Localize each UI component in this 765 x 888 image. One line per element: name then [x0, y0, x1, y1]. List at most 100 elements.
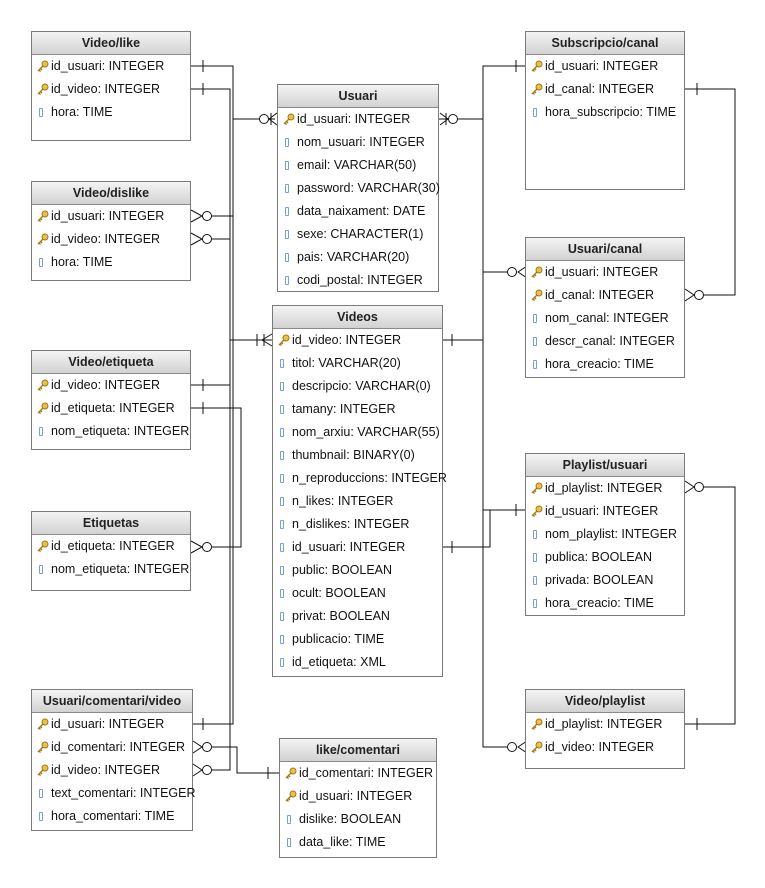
- table-column[interactable]: id_usuari: INTEGER: [280, 785, 436, 808]
- table-column[interactable]: id_comentari: INTEGER: [32, 736, 192, 759]
- column-label: hora_comentari: TIME: [51, 809, 175, 823]
- column-label: hora: TIME: [51, 255, 113, 269]
- attribute-icon: [39, 812, 43, 821]
- table-column[interactable]: email: VARCHAR(50): [278, 154, 438, 177]
- table-column[interactable]: id_usuari: INTEGER: [32, 205, 190, 228]
- table-column[interactable]: id_video: INTEGER: [526, 736, 684, 759]
- table-column[interactable]: id_usuari: INTEGER: [526, 261, 684, 284]
- table-column[interactable]: id_comentari: INTEGER: [280, 762, 436, 785]
- table-column[interactable]: id_usuari: INTEGER: [526, 55, 684, 78]
- attribute-icon: [280, 428, 284, 437]
- table-column[interactable]: id_video: INTEGER: [32, 228, 190, 251]
- table-column[interactable]: nom_etiqueta: INTEGER: [32, 420, 190, 443]
- table-column[interactable]: hora: TIME: [32, 101, 190, 124]
- link-usuari-subscripcio: [458, 65, 527, 120]
- table-column[interactable]: id_usuari: INTEGER: [32, 55, 190, 78]
- table-column[interactable]: id_playlist: INTEGER: [526, 477, 684, 500]
- table-column[interactable]: descr_canal: INTEGER: [526, 330, 684, 353]
- column-label: password: VARCHAR(30): [297, 181, 440, 195]
- table-column[interactable]: nom_usuari: INTEGER: [278, 131, 438, 154]
- attribute-icon: [533, 576, 537, 585]
- table-column[interactable]: nom_playlist: INTEGER: [526, 523, 684, 546]
- table-column[interactable]: id_video: INTEGER: [32, 374, 190, 397]
- table-column[interactable]: id_etiqueta: INTEGER: [32, 397, 190, 420]
- column-label: data_naixament: DATE: [297, 204, 426, 218]
- column-label: n_dislikes: INTEGER: [292, 517, 410, 531]
- column-label: id_canal: INTEGER: [545, 288, 655, 302]
- column-label: hora_subscripcio: TIME: [545, 105, 677, 119]
- column-label: id_video: INTEGER: [51, 763, 161, 777]
- table-column[interactable]: text_comentari: INTEGER: [32, 782, 196, 805]
- table-column[interactable]: id_video: INTEGER: [273, 329, 442, 352]
- table-column[interactable]: tamany: INTEGER: [273, 398, 442, 421]
- table-column[interactable]: codi_postal: INTEGER: [278, 269, 438, 292]
- table-column[interactable]: descripcio: VARCHAR(0): [273, 375, 442, 398]
- link-videoetiqueta-etiquetas: [191, 407, 242, 548]
- table-column[interactable]: privada: BOOLEAN: [526, 569, 684, 592]
- table-column[interactable]: dislike: BOOLEAN: [280, 808, 436, 831]
- table-column[interactable]: publicacio: TIME: [273, 628, 442, 651]
- table-column[interactable]: sexe: CHARACTER(1): [278, 223, 438, 246]
- table-column[interactable]: id_etiqueta: INTEGER: [32, 535, 190, 558]
- column-label: id_etiqueta: INTEGER: [51, 539, 175, 553]
- link-usuari-playlist: [482, 272, 527, 511]
- table-column[interactable]: public: BOOLEAN: [273, 559, 442, 582]
- table-title: Video/like: [32, 32, 190, 55]
- column-label: id_usuari: INTEGER: [51, 209, 165, 223]
- table-column[interactable]: id_etiqueta: XML: [273, 651, 442, 674]
- table-column[interactable]: hora_subscripcio: TIME: [526, 101, 684, 124]
- table-column[interactable]: id_usuari: INTEGER: [526, 500, 684, 523]
- table-column[interactable]: n_dislikes: INTEGER: [273, 513, 442, 536]
- column-label: nom_etiqueta: INTEGER: [51, 562, 190, 576]
- table-column[interactable]: nom_etiqueta: INTEGER: [32, 558, 190, 581]
- table-column[interactable]: id_playlist: INTEGER: [526, 713, 684, 736]
- table-column[interactable]: privat: BOOLEAN: [273, 605, 442, 628]
- column-label: descripcio: VARCHAR(0): [292, 379, 431, 393]
- table-column[interactable]: id_usuari: INTEGER: [273, 536, 442, 559]
- table-column[interactable]: hora: TIME: [32, 251, 190, 274]
- attribute-icon: [533, 314, 537, 323]
- attribute-icon: [280, 520, 284, 529]
- table-column[interactable]: id_video: INTEGER: [32, 759, 192, 782]
- table-column[interactable]: thumbnail: BINARY(0): [273, 444, 442, 467]
- table-column[interactable]: pais: VARCHAR(20): [278, 246, 438, 269]
- column-label: id_usuari: INTEGER: [299, 789, 413, 803]
- link-videolike-usuari: [191, 65, 275, 120]
- table-column[interactable]: id_video: INTEGER: [32, 78, 190, 101]
- table-column[interactable]: hora_creacio: TIME: [526, 353, 684, 376]
- table-column[interactable]: titol: VARCHAR(20): [273, 352, 442, 375]
- attribute-icon: [280, 451, 284, 460]
- table-column[interactable]: hora_comentari: TIME: [32, 805, 192, 828]
- table-column[interactable]: data_naixament: DATE: [278, 200, 438, 223]
- attribute-icon: [285, 184, 289, 193]
- link-subscripcio-usuaricanal: [685, 88, 736, 296]
- table-column[interactable]: n_likes: INTEGER: [273, 490, 442, 513]
- table-column[interactable]: id_canal: INTEGER: [526, 78, 684, 101]
- table-column[interactable]: hora_creacio: TIME: [526, 592, 684, 615]
- table-column[interactable]: password: VARCHAR(30): [278, 177, 440, 200]
- table-column[interactable]: id_canal: INTEGER: [526, 284, 684, 307]
- column-label: nom_etiqueta: INTEGER: [51, 424, 190, 438]
- attribute-icon: [280, 635, 284, 644]
- table-column[interactable]: id_usuari: INTEGER: [278, 108, 438, 131]
- table-column[interactable]: data_like: TIME: [280, 831, 436, 854]
- column-label: nom_canal: INTEGER: [545, 311, 669, 325]
- table-column[interactable]: n_reproduccions: INTEGER: [273, 467, 447, 490]
- table-column[interactable]: nom_canal: INTEGER: [526, 307, 684, 330]
- table-column[interactable]: publica: BOOLEAN: [526, 546, 684, 569]
- table-column[interactable]: ocult: BOOLEAN: [273, 582, 442, 605]
- table-column[interactable]: nom_arxiu: VARCHAR(55): [273, 421, 442, 444]
- table-column[interactable]: id_usuari: INTEGER: [32, 713, 192, 736]
